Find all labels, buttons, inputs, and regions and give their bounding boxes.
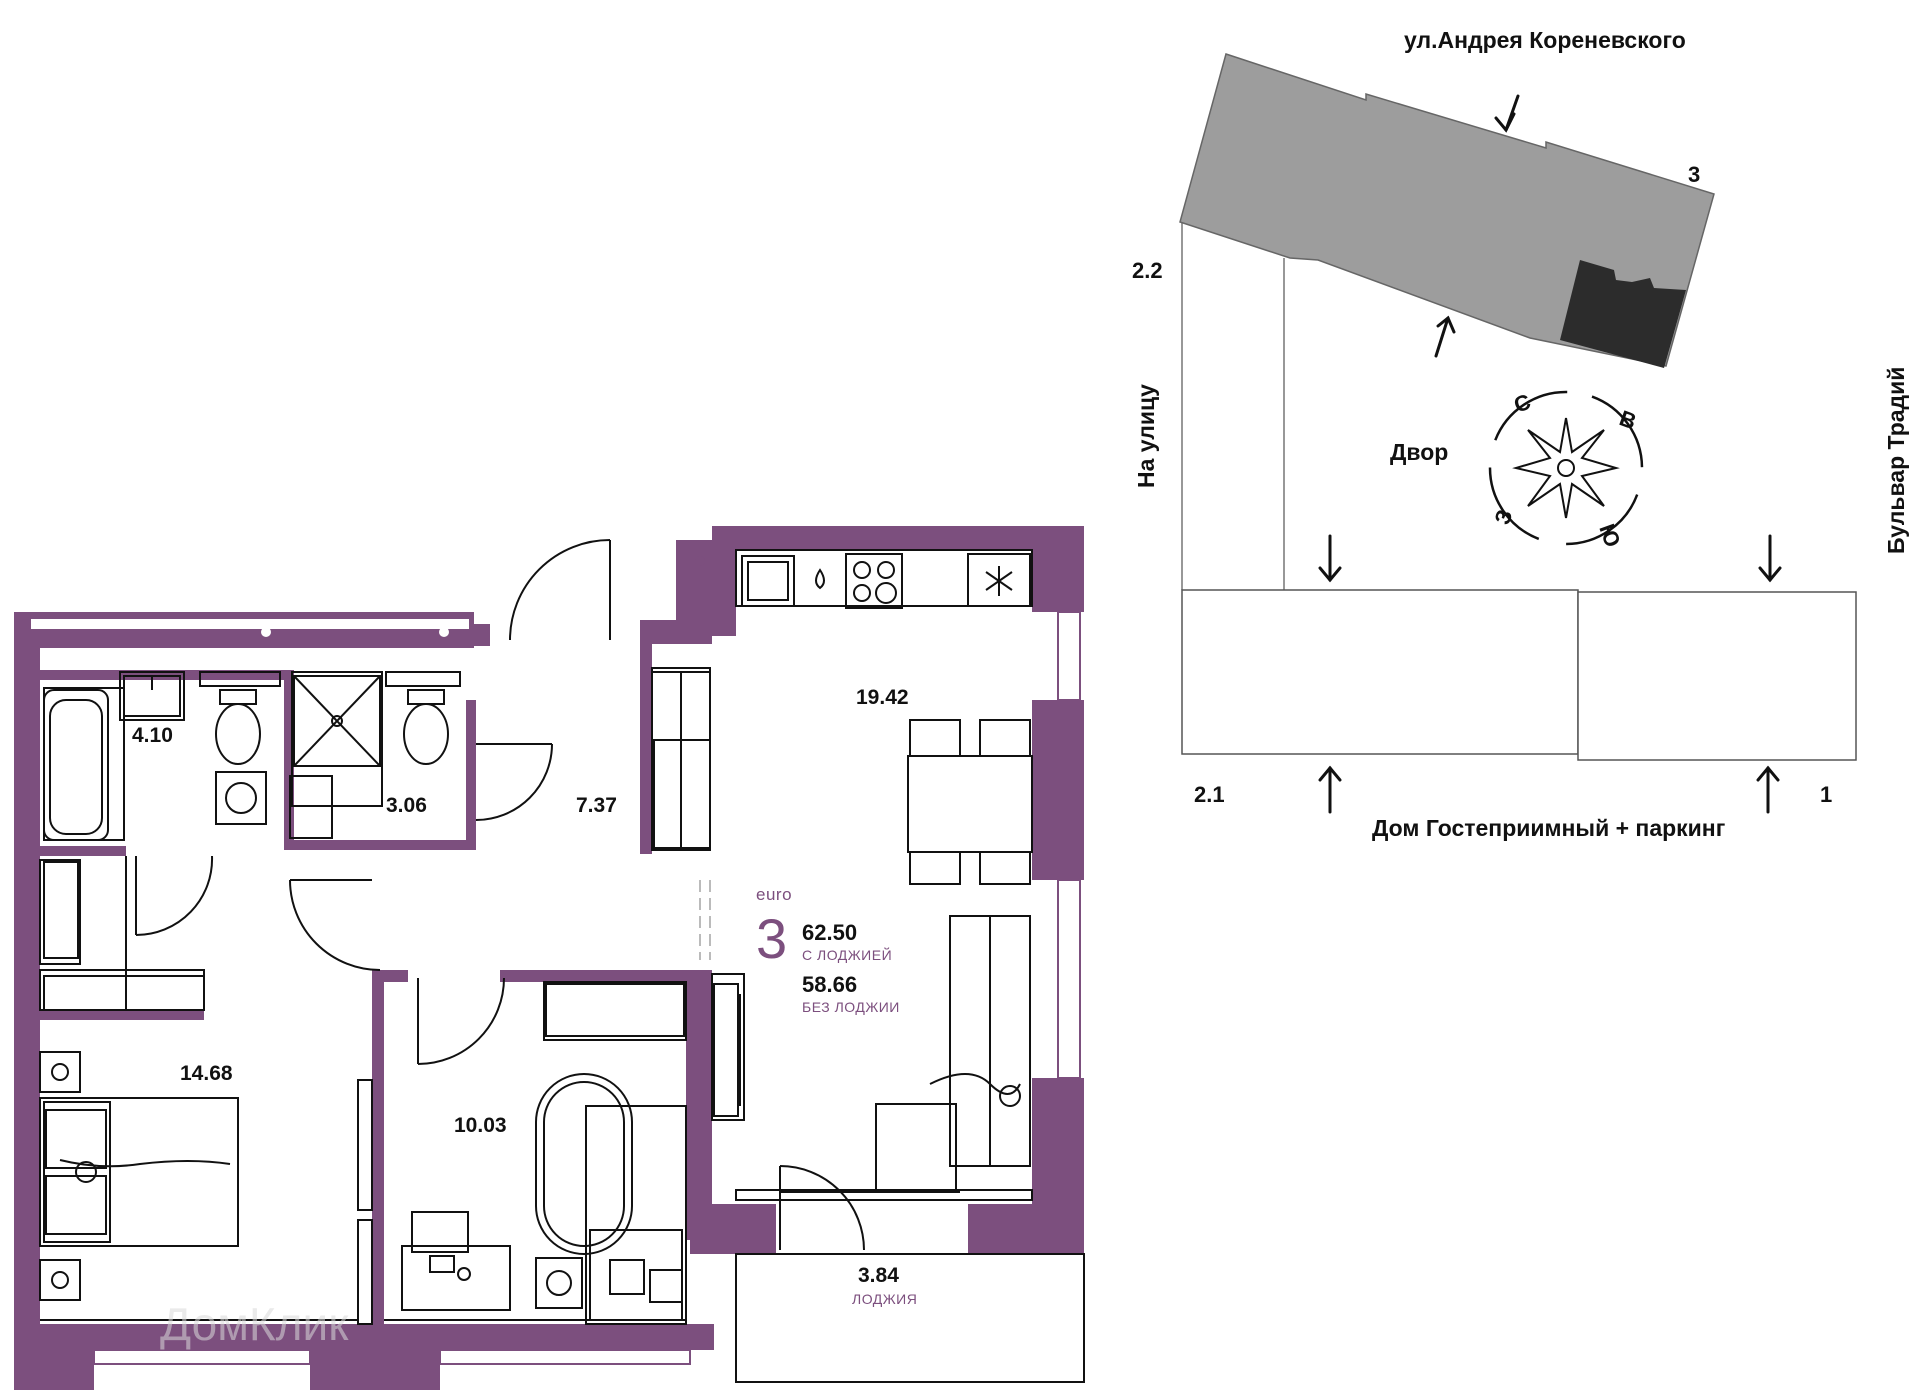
room-area-room2: 10.03 xyxy=(454,1114,507,1137)
arrow-down-icon xyxy=(1494,94,1520,133)
dining-table xyxy=(907,719,1033,885)
doors xyxy=(135,539,865,1251)
toilet-icon xyxy=(215,689,261,765)
toilet-icon xyxy=(403,689,449,765)
loggia-label: ЛОДЖИЯ xyxy=(852,1291,917,1307)
wardrobe xyxy=(651,671,711,849)
shower-icon xyxy=(293,675,381,767)
compass-south: Ю xyxy=(1594,520,1625,550)
single-bed xyxy=(585,1105,687,1325)
street-left-label: На улицу xyxy=(1133,384,1159,488)
desk xyxy=(401,1211,511,1311)
kitchen-sink-icon xyxy=(741,555,795,607)
room-area-loggia: 3.84 xyxy=(858,1264,899,1287)
site-plan: С В Ю З ул.Андрея Кореневского На улицу … xyxy=(1132,27,1909,841)
loggia-outline xyxy=(735,1253,1085,1383)
window-dot xyxy=(695,556,705,566)
apartment-summary: euro 3 62.50 С ЛОДЖИЕЙ 58.66 БЕЗ ЛОДЖИИ xyxy=(756,885,900,1015)
building-section-1 xyxy=(1577,591,1857,761)
bedroom-wardrobe xyxy=(357,1079,373,1211)
room-area-kitchen: 19.42 xyxy=(856,686,909,709)
room-area-hall: 7.37 xyxy=(576,794,617,817)
rooms-count: 3 xyxy=(756,907,787,970)
double-bed xyxy=(39,1097,239,1247)
arrow-up-icon xyxy=(1434,315,1456,358)
section-2-1-label: 2.1 xyxy=(1194,782,1225,807)
room-area-bathroom: 4.10 xyxy=(132,724,173,747)
washing-machine-icon xyxy=(535,1257,583,1309)
courtyard-label: Двор xyxy=(1390,439,1448,465)
section-3-label: 3 xyxy=(1688,162,1700,187)
outer-walls xyxy=(14,526,1084,1390)
interior-walls xyxy=(40,644,712,1324)
section-2-2-label: 2.2 xyxy=(1132,258,1163,283)
room-area-bedroom: 14.68 xyxy=(180,1062,233,1085)
fridge-snowflake-icon xyxy=(967,553,1031,607)
building-highlight xyxy=(1560,260,1686,368)
section-1-label: 1 xyxy=(1820,782,1832,807)
bottom-building-label: Дом Гостеприимный + паркинг xyxy=(1372,815,1725,841)
entry-arrows xyxy=(1318,94,1782,814)
with-loggia-label: С ЛОДЖИЕЙ xyxy=(802,946,892,963)
stove-icon xyxy=(845,553,903,609)
windows xyxy=(29,611,1081,1365)
water-drop-icon xyxy=(815,568,825,590)
arrow-up-icon xyxy=(1318,765,1342,814)
sink-icon xyxy=(123,675,181,717)
arrow-down-icon xyxy=(1318,534,1342,583)
watermark-text: ДомКлик xyxy=(160,1298,349,1350)
total-area-without-loggia: 58.66 xyxy=(802,972,857,997)
apartment-floorplan: 4.10 3.06 7.37 19.42 14.68 10.03 3.84 ЛО… xyxy=(14,526,1085,1390)
sofa xyxy=(875,915,1031,1193)
window-dot xyxy=(261,627,271,637)
total-area-with-loggia: 62.50 xyxy=(802,920,857,945)
oval-rug xyxy=(535,1073,633,1255)
arrow-down-icon xyxy=(1758,534,1782,583)
washing-machine-icon xyxy=(215,771,267,825)
street-right-label: Бульвар Традий xyxy=(1883,367,1909,554)
arrow-up-icon xyxy=(1756,765,1780,814)
compass-east: В xyxy=(1616,405,1639,434)
nightstand xyxy=(39,1051,81,1301)
apartment-type-label: euro xyxy=(756,885,792,904)
room-area-wc: 3.06 xyxy=(386,794,427,817)
window-dot xyxy=(439,627,449,637)
without-loggia-label: БЕЗ ЛОДЖИИ xyxy=(802,999,900,1015)
compass-rose-icon: С В Ю З xyxy=(1488,389,1644,550)
tv-stand xyxy=(713,983,741,1117)
street-top-label: ул.Андрея Кореневского xyxy=(1404,27,1686,53)
bathtub xyxy=(43,689,109,841)
building-section-2-1 xyxy=(1181,589,1579,755)
